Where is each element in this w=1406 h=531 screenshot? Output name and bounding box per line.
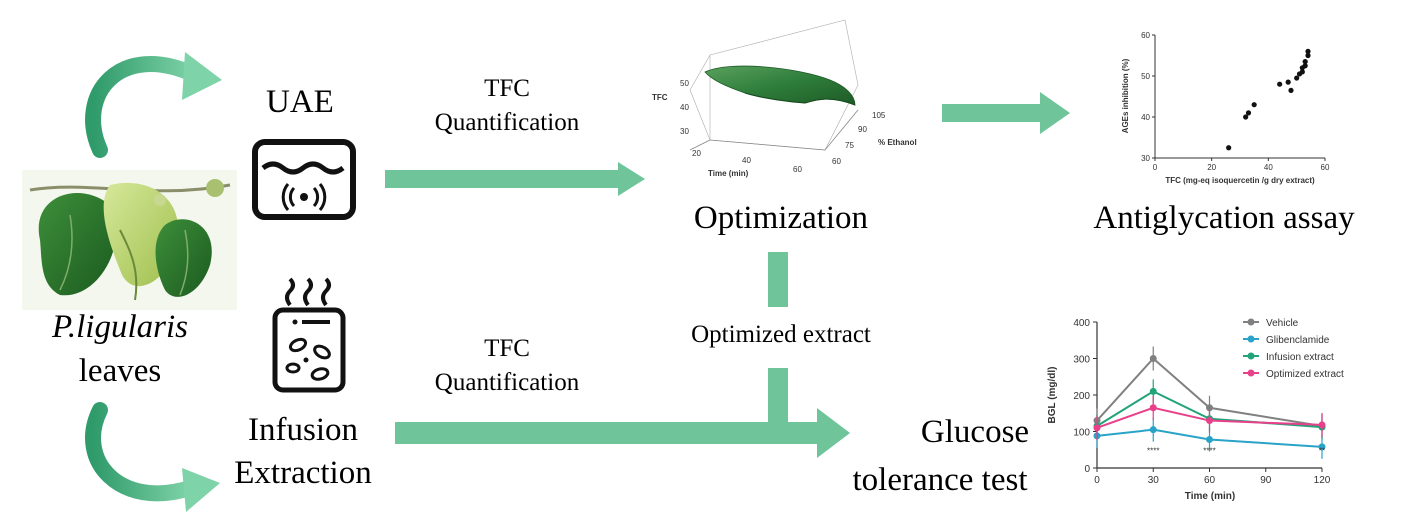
- infusion-label: Infusion: [248, 412, 358, 448]
- line-series-path: [1096, 428, 1323, 448]
- antiglycation-label: Antiglycation assay: [1093, 200, 1355, 236]
- line-ytick-label: 100: [1073, 428, 1090, 439]
- scatter-point: [1302, 59, 1308, 65]
- ultrasound-bath-icon: [252, 139, 356, 220]
- surface-xtick: 40: [742, 156, 751, 165]
- curved-arrow-top: [85, 52, 222, 158]
- line-xtick-label: 120: [1314, 475, 1331, 486]
- line-series-point: [1206, 417, 1213, 425]
- line-ytick-label: 400: [1073, 318, 1090, 329]
- surface-ytick: 75: [845, 141, 854, 150]
- scatter-ytick-label: 50: [1141, 72, 1150, 81]
- leaves-illustration-icon: [22, 170, 237, 310]
- line-ytick-label: 0: [1084, 464, 1090, 475]
- scatter-point: [1226, 145, 1232, 151]
- line-series-point: [1318, 443, 1326, 451]
- line-ytick-label: 300: [1073, 355, 1090, 366]
- scatter-chart: 0 20 40 60 30 40 50 60 TFC (mg-eq isoquercetin …: [1121, 31, 1330, 185]
- species-label: P.ligularis: [51, 309, 188, 345]
- optimization-label: Optimization: [694, 200, 868, 236]
- scatter-point: [1294, 75, 1300, 81]
- surface-ztick: 50: [680, 79, 689, 88]
- scatter-xtick-label: 40: [1264, 163, 1273, 172]
- surface-ztick: 40: [680, 103, 689, 112]
- line-series-path: [1096, 357, 1323, 428]
- line-annotation: ****: [1147, 446, 1159, 455]
- line-xtick-label: 60: [1204, 475, 1216, 486]
- scatter-xtick-label: 20: [1207, 163, 1216, 172]
- line-series-point: [1206, 436, 1213, 444]
- line-series-path: [1096, 406, 1323, 429]
- uae-label: UAE: [266, 84, 334, 120]
- surface-ytick: 90: [858, 125, 867, 134]
- scatter-point: [1251, 102, 1257, 108]
- scatter-xtick-label: 0: [1153, 163, 1158, 172]
- scatter-ytick-label: 30: [1141, 154, 1150, 163]
- tfc-label-bottom: TFC: [484, 335, 530, 362]
- legend-swatch-marker: [1247, 335, 1255, 343]
- line-series-point: [1149, 404, 1157, 412]
- scatter-point: [1245, 110, 1252, 116]
- arrow-infusion-to-glucose: [395, 408, 850, 458]
- line-xtick-label: 30: [1148, 475, 1160, 486]
- legend-swatch-marker: [1247, 352, 1255, 360]
- legend-swatch-marker: [1247, 369, 1255, 377]
- surface-xlabel: Time (min): [708, 169, 749, 178]
- surface-ytick: 60: [832, 157, 841, 166]
- scatter-ytick-label: 60: [1141, 31, 1150, 40]
- infusion-pot-icon: [272, 277, 346, 393]
- arrow-optimization-to-antiglycation: [942, 92, 1070, 134]
- surface-ylabel: % Ethanol: [878, 138, 917, 147]
- optimized-extract-label: Optimized extract: [691, 321, 871, 348]
- scatter-xlabel: TFC (mg-eq isoquercetin /g dry extract): [1165, 176, 1315, 185]
- scatter-ylabel: AGEs inhibition (%): [1121, 58, 1130, 133]
- surface-xtick: 60: [793, 165, 802, 174]
- line-series-point: [1149, 387, 1157, 395]
- curved-arrow-bottom: [85, 402, 220, 512]
- scatter-point: [1277, 81, 1283, 87]
- line-xlabel: Time (min): [1185, 491, 1235, 502]
- arrow-optimization-down: [768, 252, 788, 430]
- extraction-label: Extraction: [234, 455, 371, 491]
- arrow-uae-to-optimization: [385, 162, 645, 196]
- line-series-point: [1318, 421, 1326, 429]
- surface-ztick: 30: [680, 127, 689, 136]
- tfc-label-top: TFC: [484, 75, 530, 102]
- line-ylabel: BGL (mg/dl): [1047, 366, 1058, 423]
- scatter-xtick-label: 60: [1321, 163, 1330, 172]
- legend-label: Optimized extract: [1266, 369, 1344, 380]
- scatter-point: [1305, 52, 1311, 59]
- surface-xtick: 20: [692, 149, 701, 158]
- line-annotation: ****: [1203, 446, 1215, 455]
- scatter-point: [1299, 69, 1305, 75]
- scatter-point: [1305, 48, 1311, 55]
- scatter-point: [1285, 79, 1291, 85]
- scatter-point: [1302, 63, 1308, 69]
- leaves-label: leaves: [79, 353, 161, 389]
- legend-swatch-marker: [1247, 318, 1255, 326]
- legend-label: Glibenclamide: [1266, 335, 1330, 346]
- line-series-point: [1149, 355, 1157, 362]
- scatter-point: [1243, 114, 1249, 120]
- quantification-label-bottom: Quantification: [435, 369, 580, 396]
- scatter-ytick-label: 40: [1141, 113, 1150, 122]
- line-annotation: **: [1319, 446, 1325, 455]
- line-ytick-label: 200: [1073, 391, 1090, 402]
- tolerance-test-label: tolerance test: [853, 462, 1028, 498]
- surface-ytick: 105: [872, 111, 886, 120]
- surface-plot: TFC 50 40 30 20 40 60 Time (min) 105 90 …: [652, 19, 917, 178]
- scatter-point: [1288, 87, 1294, 93]
- line-xtick-label: 90: [1260, 475, 1272, 486]
- line-series-point: [1093, 424, 1101, 432]
- quantification-label-top: Quantification: [435, 109, 580, 136]
- legend-label: Vehicle: [1266, 318, 1299, 329]
- line-xtick-label: 0: [1094, 475, 1100, 486]
- surface-zlabel: TFC: [652, 93, 668, 102]
- glucose-label: Glucose: [921, 414, 1029, 450]
- legend-label: Infusion extract: [1266, 352, 1334, 363]
- line-series-point: [1149, 426, 1157, 434]
